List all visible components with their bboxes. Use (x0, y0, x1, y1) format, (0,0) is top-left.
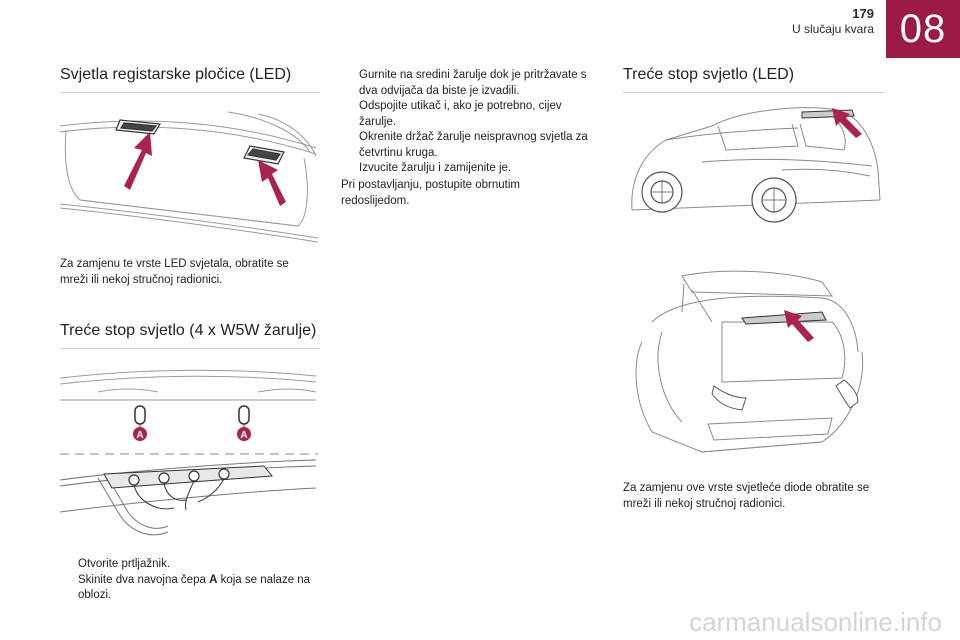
list-item: Odspojite utikač i, ako je potrebno, cij… (359, 100, 562, 128)
chapter-tab: 08 (886, 0, 960, 58)
plate-lamp-right (243, 145, 285, 165)
arrow-icon (784, 310, 814, 342)
section-rule (623, 92, 885, 93)
callout-a-left: A (133, 427, 147, 441)
license-plate-text: Za zamjenu te vrste LED svjetala, obrati… (60, 258, 289, 286)
led-text: Za zamjenu ove vrste svjetleće diode obr… (623, 482, 870, 510)
page-number: 179 (852, 6, 874, 21)
callout-a-right: A (237, 427, 251, 441)
bulb-holder-icon (128, 468, 230, 486)
list-item: Okrenite držač žarulje neispravnog svjet… (359, 131, 588, 159)
lamp-holder-strip (103, 465, 273, 489)
third-brake-w5w-illustration: A A (59, 369, 318, 536)
steps-list-col1: Otvorite prtljažnik. Skinite dva navojna… (60, 557, 315, 604)
screw-cap-icon (134, 405, 250, 425)
label-a: A (136, 430, 143, 441)
section-title-third-brake-led: Treće stop svjetlo (LED) (623, 66, 795, 83)
car-rear-illustration (635, 270, 864, 453)
section-rule (60, 92, 320, 93)
steps-list-col2: Gurnite na sredini žarulje dok je pritrž… (341, 68, 601, 177)
section-title-third-brake-w5w: Treće stop svjetlo (4 x W5W žarulje) (60, 322, 317, 339)
arrow-icon (832, 108, 862, 138)
license-plate-illustration (59, 111, 319, 243)
list-item: Otvorite prtljažnik. (78, 558, 171, 570)
list-item: Izvucite žarulju i zamijenite je. (359, 162, 512, 174)
watermark: carmanualsonline.info (689, 607, 942, 637)
list-item: Skinite dva navojna čepa A koja se nalaz… (78, 573, 311, 602)
section-rule (60, 348, 320, 349)
label-a: A (240, 430, 247, 441)
plate-lamp-left (115, 119, 162, 135)
closing-text: Pri postavljanju, postupite obrnutim red… (341, 179, 520, 207)
section-title-license-plate: Svjetla registarske pločice (LED) (60, 66, 292, 83)
car-rear-side-illustration (631, 107, 881, 223)
chapter-title: U slučaju kvara (791, 22, 874, 36)
list-item: Gurnite na sredini žarulje dok je pritrž… (359, 69, 587, 97)
arrow-icon (124, 132, 286, 206)
